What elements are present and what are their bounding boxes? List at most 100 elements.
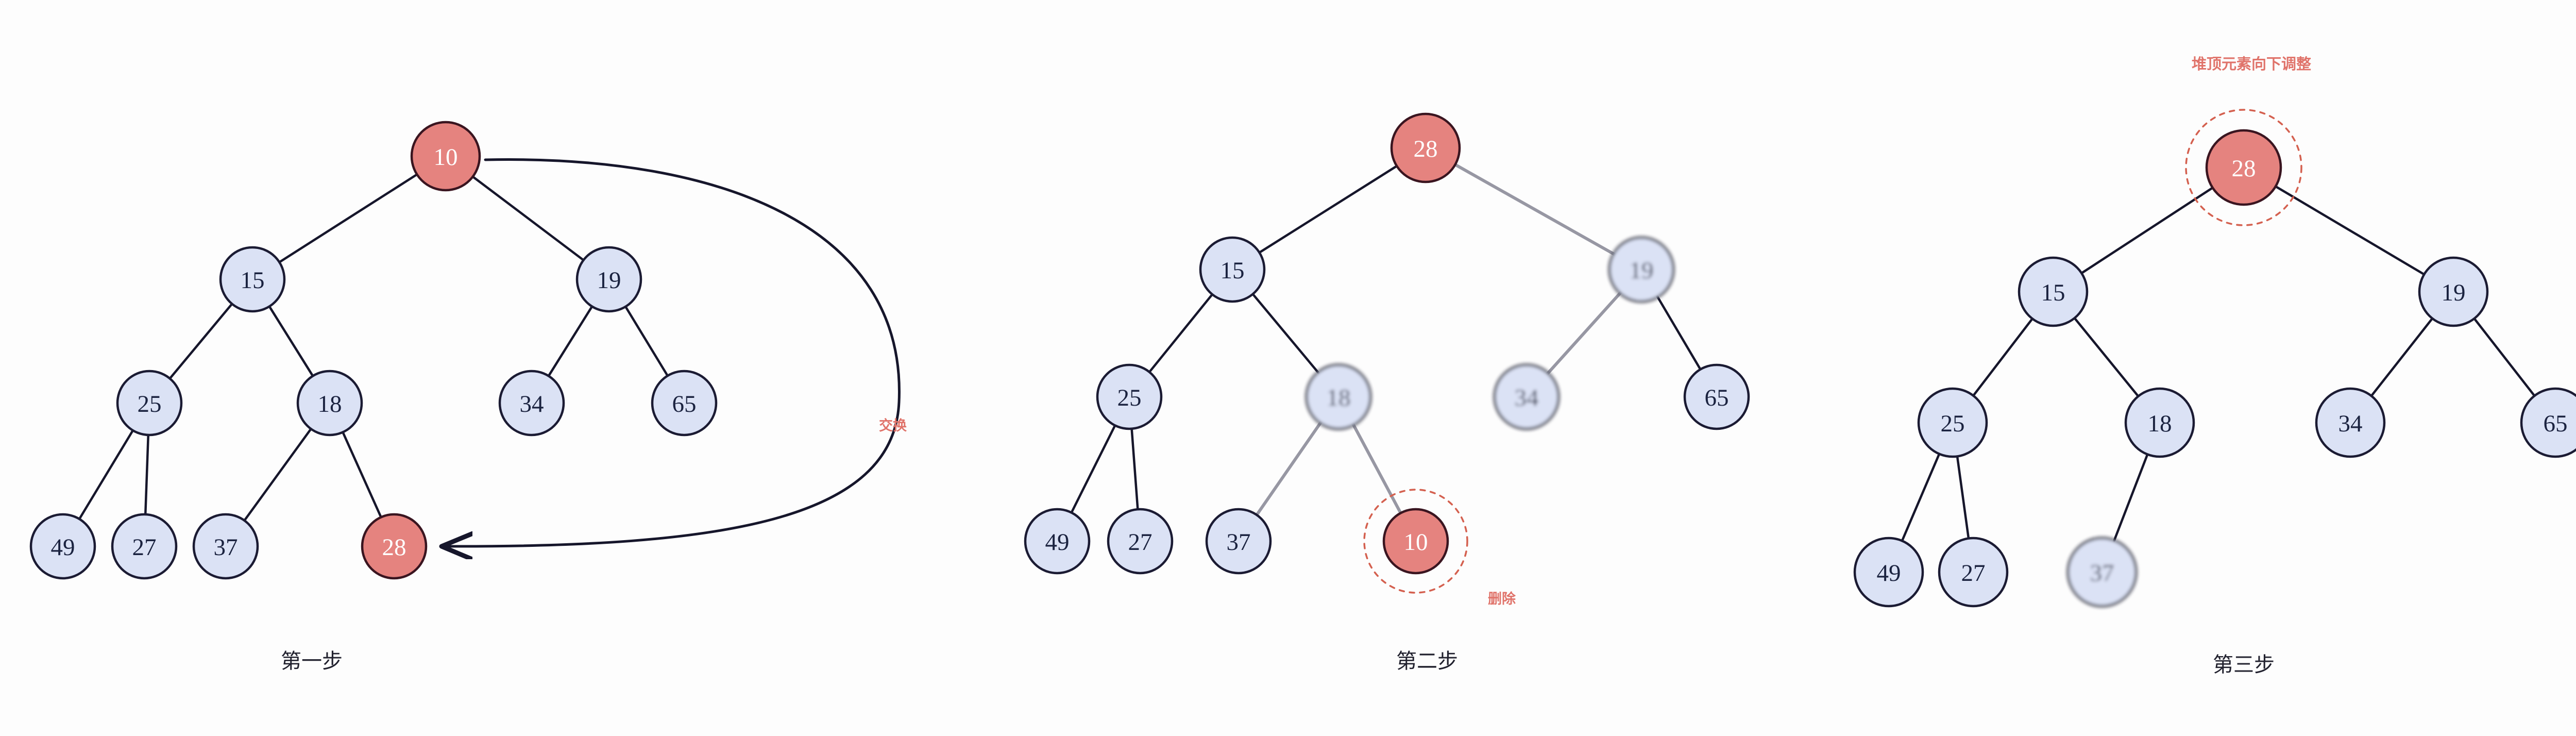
node-circle — [1199, 236, 1266, 303]
tree-node[interactable]: 18 — [1305, 363, 1372, 430]
tree-node[interactable]: 49 — [29, 513, 96, 580]
node-circle — [361, 513, 428, 580]
tree-node[interactable]: 25 — [116, 370, 183, 437]
node-circle — [1493, 363, 1560, 430]
tree-edge — [1070, 423, 1117, 515]
node-circle — [2066, 537, 2138, 608]
tree-edge — [77, 428, 135, 521]
node-value-label: 10 — [434, 144, 458, 171]
tree-node[interactable]: 49 — [1024, 508, 1091, 575]
tree-node[interactable]: 25 — [1917, 387, 1988, 458]
node-value-label: 15 — [1221, 257, 1245, 284]
tree-edge — [2079, 186, 2215, 275]
tree-node[interactable]: 28 — [2205, 129, 2282, 206]
tree-node[interactable]: 15 — [2018, 256, 2089, 327]
tree-edge — [2369, 316, 2434, 398]
node-circle — [575, 246, 642, 313]
tree-node[interactable]: 25 — [1096, 363, 1163, 430]
node-value-label: 19 — [597, 267, 621, 294]
tree-node[interactable]: 10 — [1382, 508, 1449, 575]
tree-node[interactable]: 27 — [1107, 508, 1174, 575]
tree-node[interactable]: 28 — [1390, 112, 1461, 183]
node-value-label: 65 — [2544, 410, 2568, 437]
tree-node[interactable]: 37 — [1205, 508, 1272, 575]
tree-node[interactable]: 65 — [651, 370, 718, 437]
node-circle — [219, 246, 286, 313]
tree-edge — [243, 427, 313, 523]
node-value-label: 18 — [2148, 410, 2172, 437]
node-value-label: 15 — [241, 267, 265, 294]
tree-node[interactable]: 19 — [2418, 256, 2489, 327]
tree-edge — [470, 175, 586, 262]
node-value-label: 25 — [1117, 384, 1142, 411]
node-value-label: 27 — [132, 534, 157, 561]
node-value-label: 34 — [2338, 410, 2363, 437]
tree-node[interactable]: 19 — [1608, 236, 1675, 303]
node-value-label: 19 — [2442, 279, 2466, 306]
node-value-label: 37 — [2090, 560, 2114, 587]
tree-node[interactable]: 34 — [2315, 387, 2386, 458]
tree-node[interactable]: 65 — [1683, 363, 1750, 430]
node-circle — [2315, 387, 2386, 458]
node-circle — [1917, 387, 1988, 458]
node-circle — [651, 370, 718, 437]
tree-edge — [1130, 426, 1139, 512]
node-value-label: 10 — [1404, 529, 1428, 556]
tree-node[interactable]: 19 — [575, 246, 642, 313]
tree-edge — [168, 302, 234, 381]
node-value-label: 18 — [318, 391, 342, 417]
node-circle — [1853, 537, 1924, 608]
node-value-label: 65 — [672, 391, 697, 417]
node-circle — [2018, 256, 2089, 327]
node-value-label: 18 — [1327, 384, 1351, 411]
tree-edge — [2472, 316, 2536, 398]
swap-label: 交换 — [879, 417, 907, 433]
tree-edge — [1147, 292, 1214, 374]
tree-edge — [277, 173, 419, 264]
tree-edge — [1255, 421, 1323, 517]
tree-node[interactable]: 34 — [1493, 363, 1560, 430]
tree-node[interactable]: 28 — [361, 513, 428, 580]
node-value-label: 28 — [2232, 155, 2256, 182]
tree-edge — [1656, 295, 1702, 372]
tree-node[interactable]: 34 — [498, 370, 565, 437]
tree-edge — [1452, 162, 1616, 256]
rings-layer — [1363, 109, 2302, 594]
tree-edge — [1251, 292, 1320, 375]
node-value-label: 27 — [1128, 529, 1153, 556]
tree-node[interactable]: 37 — [192, 513, 259, 580]
node-value-label: 28 — [382, 534, 406, 561]
tree-node[interactable]: 65 — [2520, 387, 2576, 458]
node-circle — [111, 513, 178, 580]
tree-node[interactable]: 49 — [1853, 537, 1924, 608]
node-circle — [2520, 387, 2576, 458]
tree-edge — [1956, 454, 1970, 541]
node-circle — [296, 370, 363, 437]
tree-node[interactable]: 27 — [1938, 537, 2009, 608]
tree-node[interactable]: 18 — [2124, 387, 2195, 458]
tree-node[interactable]: 27 — [111, 513, 178, 580]
delete-label: 删除 — [1488, 591, 1516, 607]
node-circle — [2205, 129, 2282, 206]
tree-edge — [341, 430, 383, 520]
tree-node[interactable]: 15 — [219, 246, 286, 313]
sift-down-label: 堆顶元素向下调整 — [2192, 56, 2311, 73]
node-value-label: 49 — [51, 534, 75, 561]
node-value-label: 19 — [1630, 257, 1654, 284]
tree-node[interactable]: 15 — [1199, 236, 1266, 303]
node-circle — [410, 121, 481, 192]
node-value-label: 25 — [138, 391, 162, 417]
node-circle — [2124, 387, 2195, 458]
tree-node[interactable]: 37 — [2066, 537, 2138, 608]
tree-node[interactable]: 18 — [296, 370, 363, 437]
tree-edge — [547, 304, 594, 378]
node-circle — [1096, 363, 1163, 430]
node-value-label: 37 — [1227, 529, 1251, 556]
sift-down-highlight-ring — [2185, 109, 2302, 226]
node-circle — [1608, 236, 1675, 303]
node-circle — [1024, 508, 1091, 575]
node-value-label: 28 — [1414, 136, 1438, 162]
tree-node[interactable]: 10 — [410, 121, 481, 192]
tree-edge — [2112, 452, 2149, 543]
